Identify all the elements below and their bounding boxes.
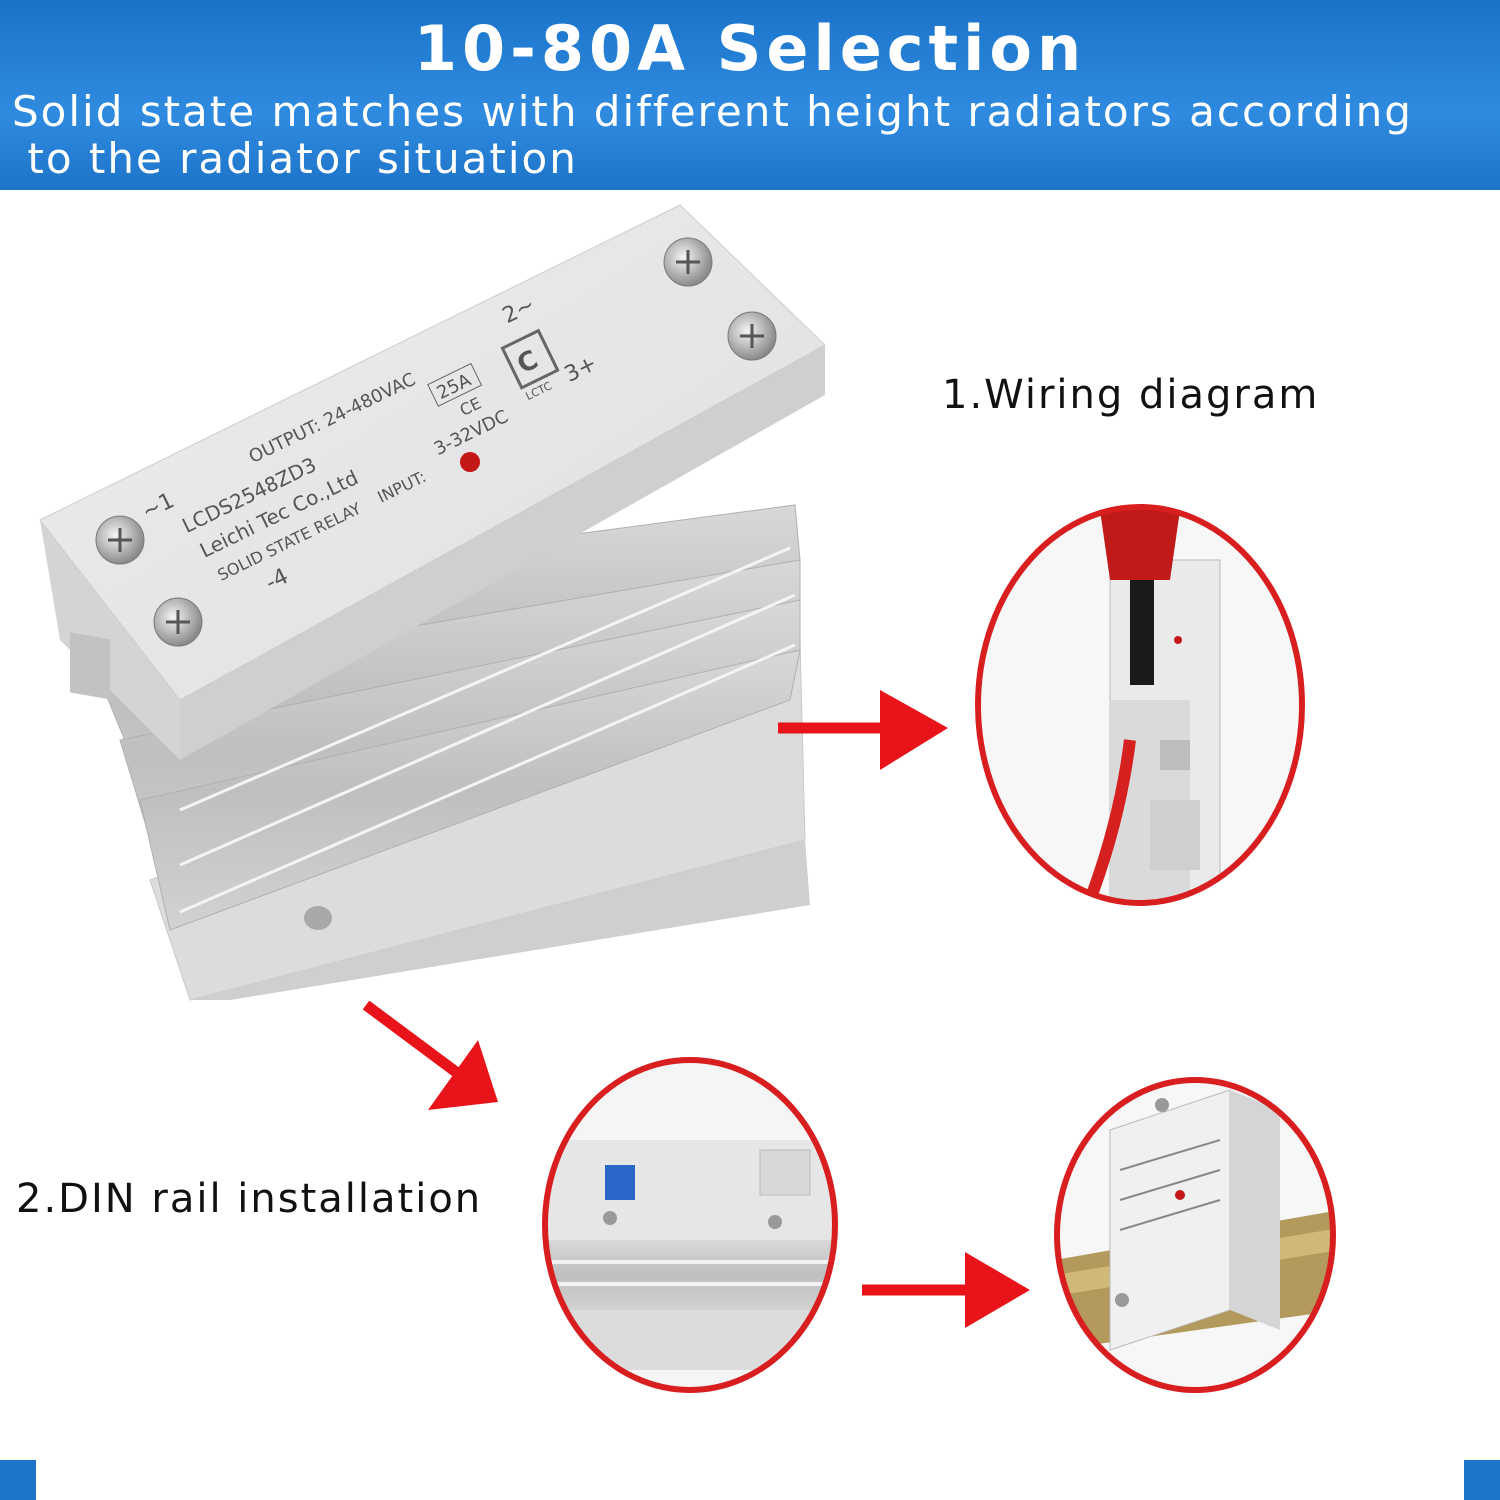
banner-title: 10-80A Selection: [413, 12, 1087, 85]
status-led-icon: [460, 452, 480, 472]
screw-icon: [95, 515, 145, 565]
wiring-detail-photo: [975, 504, 1305, 906]
banner-subtitle: Solid state matches with different heigh…: [12, 88, 1492, 182]
screw-icon: [663, 237, 713, 287]
screw-icon: [727, 311, 777, 361]
arrow-icon: [778, 690, 948, 770]
din-mounted-relay-photo: [1054, 1077, 1336, 1393]
corner-accent-left: [0, 1460, 36, 1500]
arrow-icon: [862, 1252, 1030, 1328]
arrow-icon: [362, 1000, 498, 1110]
banner-subtitle-line1: Solid state matches with different heigh…: [12, 87, 1413, 136]
header-banner: 10-80A Selection Solid state matches wit…: [0, 0, 1500, 190]
relay-main: ~1 OUTPUT: 24-480VAC LCDS2548ZD3 Leichi …: [39, 204, 826, 1001]
screw-icon: [153, 597, 203, 647]
din-rail-label: 2.DIN rail installation: [16, 1176, 483, 1222]
wiring-diagram-label: 1.Wiring diagram: [942, 372, 1320, 418]
din-clip-detail-photo: [542, 1057, 838, 1393]
corner-accent-right: [1464, 1460, 1500, 1500]
banner-subtitle-line2: to the radiator situation: [12, 134, 578, 183]
